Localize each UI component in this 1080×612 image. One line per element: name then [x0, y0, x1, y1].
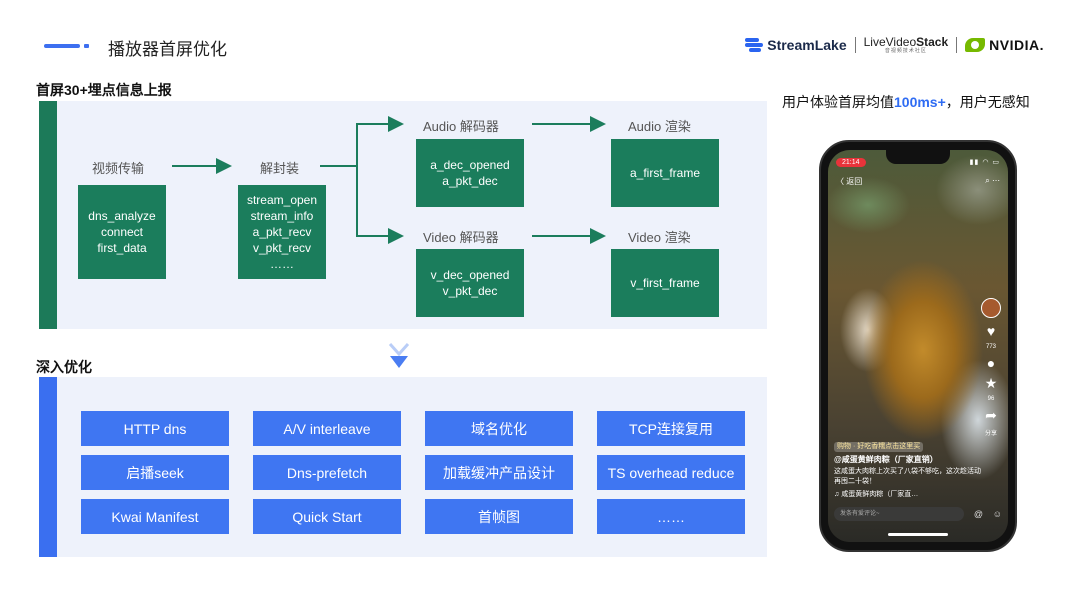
title-accent-bar: [44, 44, 80, 48]
opt-kwai-manifest: Kwai Manifest: [81, 499, 229, 534]
opt-start-seek: 启播seek: [81, 455, 229, 490]
comment-input[interactable]: 发条有爱评论~: [834, 507, 964, 521]
label-video-decoder: Video 解码器: [423, 230, 499, 245]
status-icons: ▮▮ ◠ ▭: [969, 159, 1000, 166]
opt-buffer-design: 加载缓冲产品设计: [425, 455, 573, 490]
streamlake-logo: StreamLake: [745, 37, 847, 53]
video-frame-image: [828, 150, 1008, 542]
mention-icon[interactable]: @: [973, 509, 983, 519]
video-description: 这咸蛋大肉粽上次买了八袋不够吃，这次趁活动再囤二十袋！: [834, 468, 981, 485]
like-count: 773: [985, 344, 996, 350]
box-video-decoder-events: v_dec_opened v_pkt_dec: [416, 249, 524, 317]
status-bar: 21:14 ▮▮ ◠ ▭: [836, 156, 1000, 168]
comment-bar: 发条有爱评论~ @ ☺: [834, 506, 1002, 522]
search-more-icons[interactable]: ⌕ ⋯: [985, 176, 1000, 185]
logo-divider: [854, 37, 856, 53]
heart-icon[interactable]: ♥: [986, 323, 996, 339]
emoji-icon[interactable]: ☺: [992, 509, 1002, 519]
section-title-reporting: 首屏30+埋点信息上报: [36, 82, 172, 98]
share-icon[interactable]: ➦: [985, 407, 997, 423]
down-chevron-icon: [388, 342, 410, 368]
opt-domain: 域名优化: [425, 411, 573, 446]
phone-notch: [886, 150, 950, 164]
box-transport-events: dns_analyze connect first_data: [78, 185, 166, 279]
opt-http-dns: HTTP dns: [81, 411, 229, 446]
label-video-render: Video 渲染: [628, 230, 691, 245]
home-indicator: [888, 533, 948, 536]
star-count: 96: [987, 396, 995, 402]
author-name[interactable]: @咸蛋黄鲜肉粽（厂家直销）: [834, 455, 938, 464]
opt-av-interleave: A/V interleave: [253, 411, 401, 446]
author-avatar[interactable]: [981, 298, 1001, 318]
nvidia-logo: NVIDIA.: [965, 37, 1044, 53]
share-label: 分享: [984, 431, 997, 437]
box-video-render-events: v_first_frame: [611, 249, 719, 317]
nvidia-eye-icon: [965, 38, 986, 52]
optimization-accent-strip: [39, 377, 57, 557]
video-caption: 购物 · 好吃香糯点击这里买 @咸蛋黄鲜肉粽（厂家直销） 这咸蛋大肉粽上次买了八…: [834, 442, 984, 500]
streamlake-mark-icon: [745, 38, 764, 52]
page-title: 播放器首屏优化: [108, 40, 227, 59]
label-audio-render: Audio 渲染: [628, 119, 691, 134]
experience-claim: 用户体验首屏均值100ms+，用户无感知: [782, 94, 1030, 110]
label-transport: 视频传输: [92, 161, 145, 176]
comment-icon[interactable]: ●: [986, 355, 996, 371]
logo-divider: [956, 37, 958, 53]
status-time: 21:14: [836, 157, 866, 167]
opt-more: ……: [597, 499, 745, 534]
opt-ts-overhead: TS overhead reduce: [597, 455, 745, 490]
opt-first-frame-image: 首帧图: [425, 499, 573, 534]
title-accent-dot: [84, 44, 89, 48]
music-credit[interactable]: ♫ 咸蛋黄鲜肉粽（厂家直…: [834, 491, 919, 498]
shopping-tag[interactable]: 购物 · 好吃香糯点击这里买: [834, 442, 924, 452]
partner-logos: StreamLake LiveVideoStack 音视频技术社区 NVIDIA…: [745, 34, 1044, 56]
star-icon[interactable]: ★: [984, 375, 998, 391]
phone-screen: 21:14 ▮▮ ◠ ▭ 〈 返回 ⌕ ⋯ ♥ 773 ● ★ 96 ➦ 分享 …: [828, 150, 1008, 542]
action-rail: ♥ 773 ● ★ 96 ➦ 分享: [980, 298, 1002, 437]
section-title-optimization: 深入优化: [36, 359, 92, 375]
label-audio-decoder: Audio 解码器: [423, 119, 499, 134]
livevideostack-logo: LiveVideoStack 音视频技术社区: [863, 35, 949, 54]
box-audio-decoder-events: a_dec_opened a_pkt_dec: [416, 139, 524, 207]
box-audio-render-events: a_first_frame: [611, 139, 719, 207]
label-demux: 解封装: [260, 161, 300, 176]
box-demux-events: stream_open stream_info a_pkt_recv v_pkt…: [238, 185, 326, 279]
opt-quick-start: Quick Start: [253, 499, 401, 534]
video-topbar: 〈 返回 ⌕ ⋯: [836, 176, 1000, 187]
back-button[interactable]: 〈 返回: [836, 177, 863, 186]
opt-dns-prefetch: Dns-prefetch: [253, 455, 401, 490]
opt-tcp-reuse: TCP连接复用: [597, 411, 745, 446]
pipeline-accent-strip: [39, 101, 57, 329]
